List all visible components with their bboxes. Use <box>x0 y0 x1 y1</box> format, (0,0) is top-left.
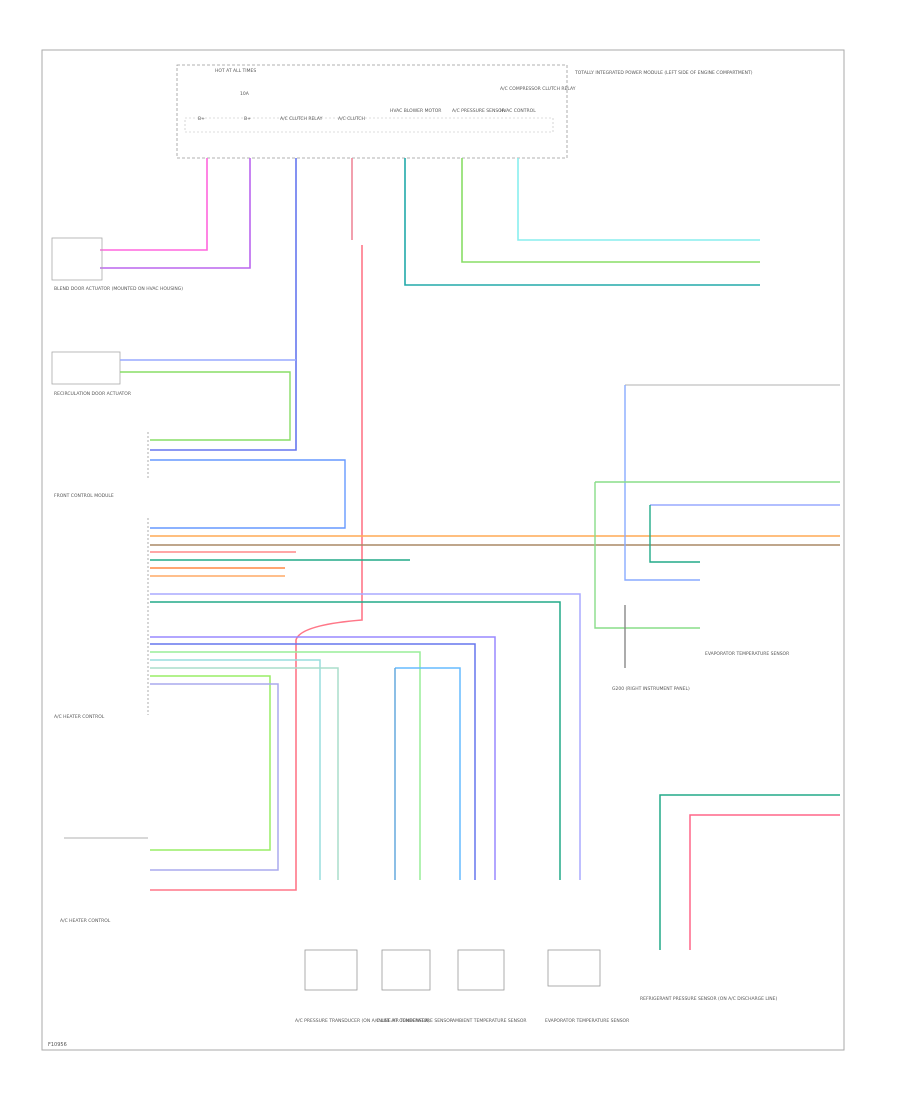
figure-code: F10956 <box>48 1042 67 1048</box>
power-module: HOT AT ALL TIMES 10A A/C COMPRESSOR CLUT… <box>176 64 753 159</box>
pin-label-7: HVAC CONTROL <box>500 108 536 114</box>
power-module-relay-label: A/C COMPRESSOR CLUTCH RELAY <box>500 86 576 92</box>
main-harness <box>150 535 840 880</box>
diagram-border <box>41 49 845 1051</box>
evap-sensor-label: EVAPORATOR TEMPERATURE SENSOR <box>705 651 789 657</box>
power-module-fuse-label: 10A <box>240 91 250 97</box>
pin-label-2: B+ <box>244 116 251 122</box>
wire-red-main <box>150 245 363 891</box>
pin-label-6: A/C PRESSURE SENSOR <box>452 108 505 114</box>
refrigerant-sensor-label: REFRIGERANT PRESSURE SENSOR (ON A/C DISC… <box>640 996 777 1002</box>
pin-label-3: A/C CLUTCH RELAY <box>280 116 323 122</box>
left-control-block: FRONT CONTROL MODULE A/C HEATER CONTROL <box>54 432 346 720</box>
left-sensor-label: BLEND DOOR ACTUATOR (MOUNTED ON HVAC HOU… <box>54 286 183 292</box>
power-module-hot-label: HOT AT ALL TIMES <box>215 68 256 74</box>
refrigerant-sensor <box>659 794 840 950</box>
main-control-label: A/C HEATER CONTROL <box>54 714 105 720</box>
top-wires <box>100 158 760 451</box>
pin-label-4: A/C CLUTCH <box>338 116 365 122</box>
bottom-box-label-3: AMBIENT TEMPERATURE SENSOR <box>452 1018 527 1024</box>
lower-left-label: A/C HEATER CONTROL <box>60 918 111 924</box>
left-sensor-box: BLEND DOOR ACTUATOR (MOUNTED ON HVAC HOU… <box>51 237 183 292</box>
pin-label-1: B+ <box>198 116 205 122</box>
bottom-components: A/C PRESSURE TRANSDUCER (ON A/C LINE AT … <box>295 949 629 1024</box>
pin-label-5: HVAC BLOWER MOTOR <box>390 108 441 114</box>
lower-left-component: A/C HEATER CONTROL <box>60 837 148 924</box>
recirc-box: RECIRCULATION DOOR ACTUATOR <box>51 351 296 441</box>
right-wires <box>594 384 840 668</box>
recirc-label: RECIRCULATION DOOR ACTUATOR <box>54 391 131 397</box>
bottom-box-label-1: A/C PRESSURE TRANSDUCER (ON A/C LINE AT … <box>295 1018 430 1024</box>
front-control-label: FRONT CONTROL MODULE <box>54 493 114 499</box>
ground-ref-label: G200 (RIGHT INSTRUMENT PANEL) <box>612 686 690 692</box>
bottom-box-label-4: EVAPORATOR TEMPERATURE SENSOR <box>545 1018 629 1024</box>
bottom-box-label-2: INLET AIR TEMPERATURE SENSOR <box>377 1018 453 1024</box>
power-module-location-label: TOTALLY INTEGRATED POWER MODULE (LEFT SI… <box>574 70 753 76</box>
